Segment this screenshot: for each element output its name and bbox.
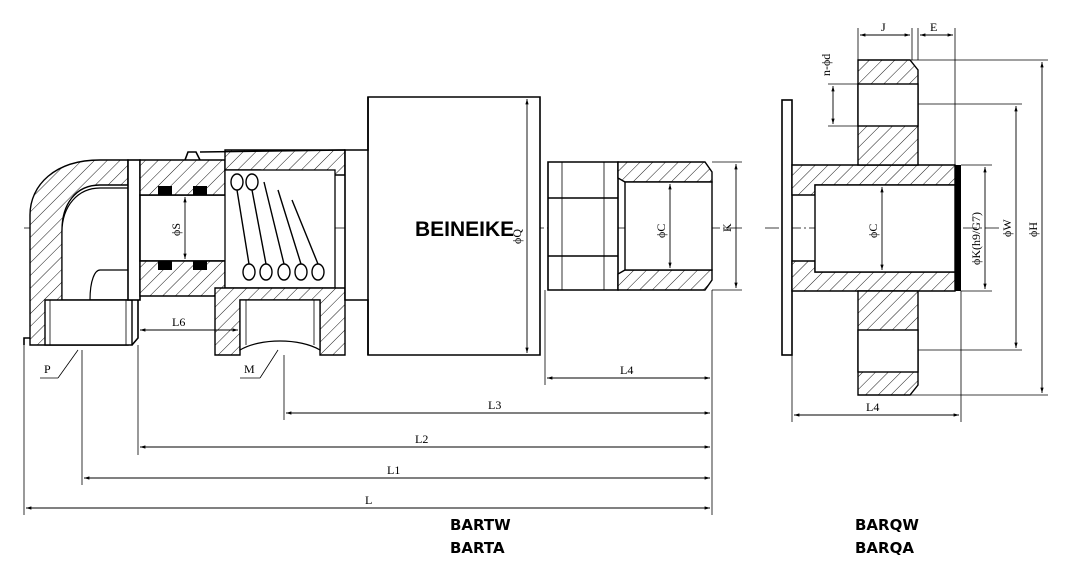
spring-coils — [230, 173, 325, 281]
dim-label-j: J — [881, 20, 886, 34]
dim-label-right-phi-c: ϕC — [866, 224, 880, 238]
dim-label-phi-s: ϕS — [169, 223, 183, 236]
dim-label-right-l4: L4 — [866, 400, 879, 414]
brand-label: BEINEIKE — [415, 218, 514, 241]
extension-lines-left — [23, 290, 713, 515]
dim-label-l2: L2 — [415, 432, 428, 446]
elbow-collar — [127, 159, 141, 301]
rotor-bottom — [617, 269, 713, 291]
rotor-top — [617, 161, 713, 183]
elbow-port-p — [44, 299, 133, 346]
dim-label-l: L — [365, 493, 372, 507]
dim-label-phi-w: ϕW — [1000, 219, 1014, 237]
dim-label-l4: L4 — [620, 363, 633, 377]
right-assembly-view: ϕC ϕK(h9/G7) ϕW ϕH n-ϕd J E L4 — [765, 20, 1048, 557]
bolt-hole-bottom — [857, 329, 919, 373]
left-model-1: BARTW — [450, 516, 511, 534]
dim-label-phi-c: ϕC — [654, 224, 668, 238]
leader-m — [259, 349, 279, 379]
dim-label-l6: L6 — [172, 315, 185, 329]
seal-housing-top — [139, 159, 226, 196]
label-m: M — [244, 362, 255, 376]
dim-label-phi-k: ϕK(h9/G7) — [969, 212, 983, 265]
inner-shaft — [139, 194, 241, 262]
right-rotor-seal — [955, 165, 961, 291]
dim-label-phi-q: ϕQ — [510, 229, 524, 244]
seal-rings — [158, 186, 207, 270]
right-model-1: BARQW — [855, 516, 919, 534]
flange-plate — [781, 99, 793, 356]
elbow-port-thread — [49, 300, 127, 345]
dim-label-k: K — [720, 223, 734, 232]
right-rotor-bore — [814, 184, 956, 273]
dim-label-phi-h: ϕH — [1026, 222, 1040, 237]
dim-label-l1: L1 — [387, 463, 400, 477]
rotor-bore — [624, 181, 713, 271]
bolt-hole-top — [857, 83, 919, 127]
leader-p — [57, 349, 79, 379]
left-assembly-view: ϕS ϕQ BEINEIKE — [23, 96, 745, 557]
hex-nut — [547, 161, 619, 291]
dim-label-n-phi-d: n-ϕd — [819, 54, 833, 76]
dim-label-e: E — [930, 20, 937, 34]
right-model-2: BARQA — [855, 539, 914, 557]
port-m — [239, 299, 321, 352]
dim-label-l3: L3 — [488, 398, 501, 412]
elbow-bore — [61, 187, 129, 301]
label-p: P — [44, 362, 51, 376]
left-model-2: BARTA — [450, 539, 505, 557]
seal-housing-bottom — [139, 260, 226, 297]
